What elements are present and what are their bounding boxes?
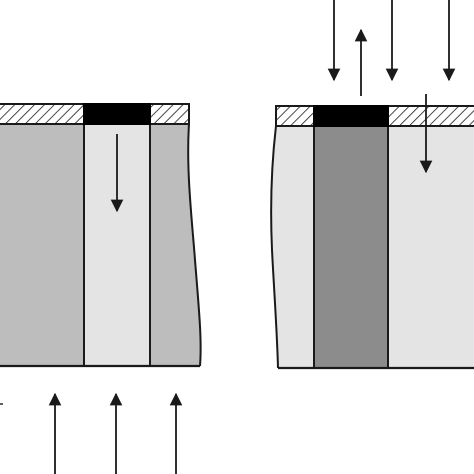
right-right-column (388, 126, 474, 368)
left-torn-edge (187, 123, 202, 367)
right-left-column (271, 126, 314, 368)
left-outer-column (0, 124, 84, 366)
right-torn-edge (270, 106, 279, 369)
left-panel (0, 103, 202, 474)
right-panel (270, 0, 474, 370)
left-black-mask (83, 103, 151, 125)
left-right-column (150, 124, 201, 366)
right-center-column (314, 126, 388, 368)
right-black-mask (313, 105, 389, 127)
